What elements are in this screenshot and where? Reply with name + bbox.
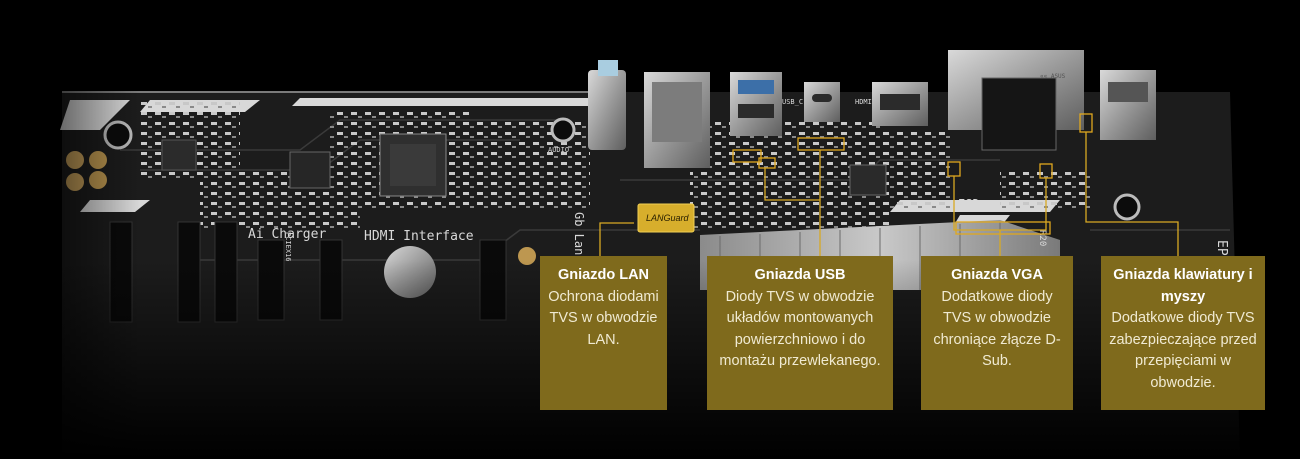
callout-vga-body: Dodatkowe diody TVS w obwodzie chroniące… (933, 288, 1061, 370)
callout-lan-body: Ochrona diodami TVS w obwodzie LAN. (548, 288, 659, 348)
leader-lan (599, 222, 634, 258)
rear-io (588, 50, 1156, 168)
silk-r20: R20 (1037, 230, 1047, 246)
callout-vga-title: Gniazda VGA (951, 267, 1043, 283)
callout-usb-body: Diody TVS w obwodzie układów montowanych… (719, 288, 881, 370)
silk-logo: «« ASUS (1040, 73, 1066, 80)
leader-usb (764, 168, 821, 258)
highlight-usb-c (797, 137, 845, 151)
callout-ps2-title: Gniazda klawiatury i myszy (1113, 267, 1253, 305)
highlight-esd (955, 221, 1051, 235)
highlight-boxes (732, 113, 1093, 235)
silk-esd: ESD (958, 197, 980, 211)
languard-label: LANGuard (646, 213, 690, 223)
leader-vga (953, 176, 1001, 258)
callout-vga: Gniazda VGA Dodatkowe diody TVS w obwodz… (921, 256, 1073, 410)
callout-usb-title: Gniazda USB (754, 267, 846, 283)
smd-components (140, 100, 1090, 230)
silk-hdmi-interface: HDMI Interface (364, 229, 474, 244)
silk-ep: EP (1214, 240, 1229, 256)
callout-lan-title: Gniazdo LAN (557, 267, 650, 283)
callout-ps2: Gniazda klawiatury i myszy Dodatkowe dio… (1101, 256, 1265, 410)
silk-gb-lan: Gb Lan (572, 212, 586, 255)
callout-ps2-body: Dodatkowe diody TVS zabezpieczające prze… (1109, 310, 1257, 391)
leader-ps2 (1085, 132, 1179, 258)
callout-usb: Gniazda USB Diody TVS w obwodzie układów… (707, 256, 893, 410)
silk-audio: AUDIO (548, 146, 569, 154)
languard-chip (637, 203, 695, 233)
callout-lan: Gniazdo LAN Ochrona diodami TVS w obwodz… (540, 256, 667, 410)
silk-usb-c: USB_C (782, 98, 803, 106)
silk-hdmi: HDMI (855, 98, 872, 106)
silk-pcie: PCIEX16 (284, 232, 292, 262)
ic-chips (161, 133, 887, 197)
silk-ai-charger: Ai Charger (248, 227, 326, 242)
highlight-usb-b (758, 157, 776, 169)
leader-lines (599, 132, 1179, 258)
highlight-usb-a (732, 149, 762, 163)
